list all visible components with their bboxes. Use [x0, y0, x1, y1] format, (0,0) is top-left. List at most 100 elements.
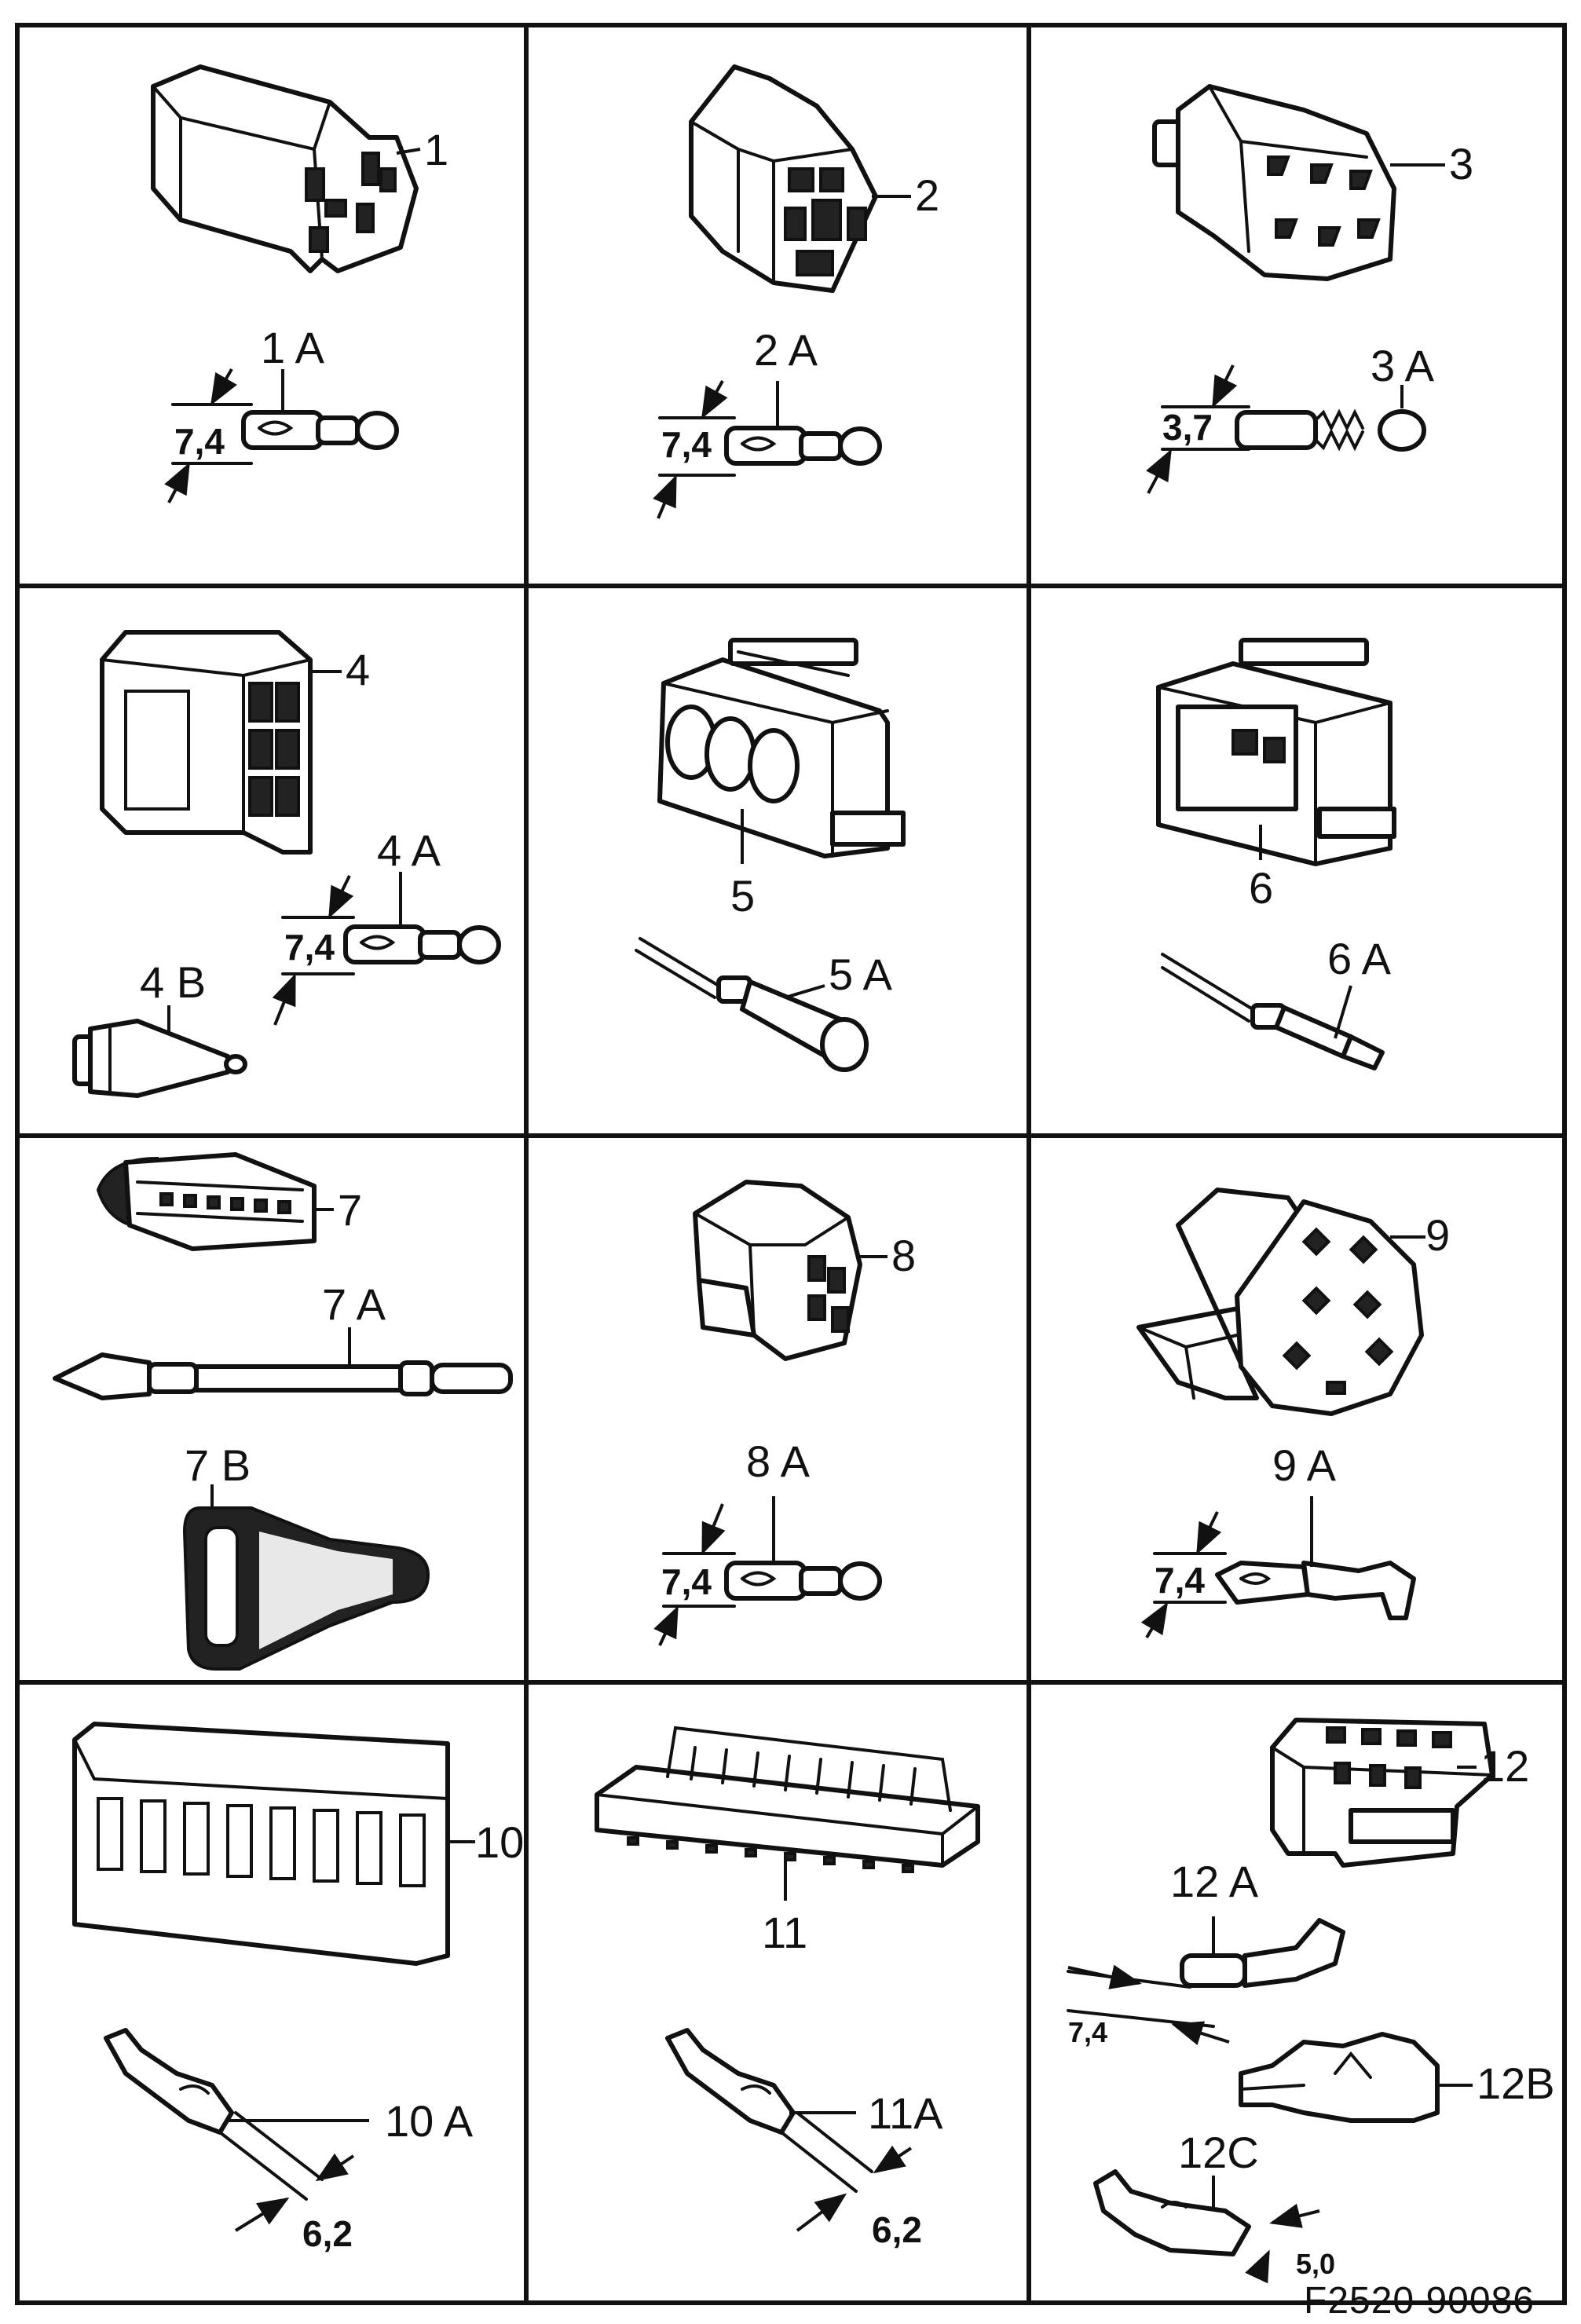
connector-7-drawing: [96, 1152, 317, 1251]
dim-arrow-12c-bottom: [1245, 2249, 1270, 2284]
terminal-10a-drawing: [104, 2028, 234, 2135]
connector-5-drawing: [657, 638, 906, 858]
label-7: 7: [338, 1185, 362, 1235]
label-3: 3: [1449, 139, 1473, 188]
label-2: 2: [915, 170, 939, 220]
label-8a: 8 A: [746, 1436, 811, 1486]
cell-1: 1 1 A 7,4: [151, 64, 448, 503]
cell-3: 3 3 A 3,7: [1146, 84, 1473, 494]
dim-12c: 5,0: [1296, 2248, 1335, 2280]
dim-arrow-12c-top: [1269, 2203, 1320, 2228]
leader-5a: [785, 984, 825, 999]
dim-arrow-2-bottom: [653, 474, 677, 519]
connector-11-holes: [627, 1836, 914, 1873]
terminal-3a-drawing: [1235, 408, 1426, 452]
cell-6: 6 6 A: [1156, 638, 1396, 1071]
connector-9-drawing: [1136, 1188, 1424, 1416]
label-7a: 7 A: [322, 1279, 386, 1329]
dim-1: 7,4: [174, 421, 225, 462]
label-2a: 2 A: [754, 325, 818, 375]
label-9: 9: [1425, 1210, 1450, 1260]
dim-arrow-11-bottom: [796, 2193, 847, 2232]
label-11a: 11A: [868, 2088, 943, 2138]
dim-10: 6,2: [302, 2213, 353, 2254]
dim-arrow-1-top: [210, 368, 237, 406]
leader-6a: [1334, 985, 1352, 1039]
dim-line-11-b: [796, 2111, 873, 2173]
label-4a: 4 A: [377, 825, 441, 875]
cell-7: 7 7 A 7 B: [53, 1152, 513, 1671]
boot-7b-drawing: [182, 1506, 430, 1671]
connector-11-contacts: [690, 1746, 917, 1806]
label-6: 6: [1249, 863, 1273, 913]
dim-arrow-3-top: [1212, 364, 1238, 408]
dim-line-10-b: [234, 2111, 324, 2181]
label-3a: 3 A: [1371, 341, 1435, 390]
label-12c: 12C: [1178, 2128, 1259, 2177]
dim-3: 3,7: [1162, 407, 1213, 448]
connector-2-drawing: [689, 64, 878, 293]
label-12b: 12B: [1477, 2059, 1555, 2108]
dim-arrow-12-top: [1067, 1964, 1142, 1989]
label-12: 12: [1480, 1741, 1529, 1791]
label-5: 5: [730, 871, 755, 920]
dim-arrow-3-bottom: [1146, 448, 1172, 494]
dim-arrow-4-bottom: [272, 973, 296, 1026]
connector-1-drawing: [151, 64, 419, 273]
terminal-12a-drawing: [1180, 1918, 1345, 1988]
label-1a: 1 A: [261, 323, 325, 372]
dim-arrow-1-bottom: [164, 462, 190, 503]
dim-12: 7,4: [1068, 2016, 1107, 2048]
dim-arrow-4-top: [328, 875, 354, 919]
label-9a: 9 A: [1272, 1440, 1337, 1490]
dim-arrow-10-bottom: [234, 2197, 290, 2232]
terminal-1a-drawing: [241, 410, 399, 450]
connector-10-slots: [97, 1797, 426, 1887]
dim-line-12-top: [1067, 1970, 1191, 1989]
dim-8: 7,4: [661, 1561, 712, 1602]
terminal-9a-drawing: [1215, 1561, 1416, 1620]
dim-11: 6,2: [872, 2209, 922, 2250]
dim-arrow-11-top: [873, 2145, 913, 2174]
terminal-2a-drawing: [724, 426, 882, 466]
connector-8-drawing: [693, 1180, 862, 1361]
connector-3-drawing: [1152, 84, 1396, 281]
terminal-4a-drawing: [343, 924, 501, 964]
connector-12-drawing: [1270, 1718, 1495, 1868]
figure-code: F2520 90086: [1304, 2280, 1535, 2322]
terminal-5a-drawing: [635, 937, 869, 1072]
dim-arrow-9-top: [1196, 1511, 1222, 1555]
cell-5: 5 5 A: [635, 638, 906, 1072]
cell-2: 2 2 A 7,4: [653, 64, 939, 519]
grid-lines: [15, 23, 1567, 2305]
connector-6-drawing: [1156, 638, 1396, 866]
connector-4-drawing: [100, 630, 313, 855]
label-1: 1: [424, 125, 448, 174]
dim-line-10: [218, 2131, 308, 2201]
cell-12: 12 12 A 7,4 12B 12C 5,0: [1067, 1718, 1555, 2284]
label-4b: 4 B: [140, 957, 206, 1007]
label-8: 8: [891, 1231, 916, 1280]
dim-arrow-12-bottom: [1171, 2021, 1230, 2046]
terminal-7a-drawing: [53, 1352, 513, 1400]
label-4: 4: [346, 645, 370, 694]
terminal-12c-drawing: [1093, 2169, 1251, 2256]
label-7b: 7 B: [185, 1440, 251, 1490]
dim-arrow-10-top: [315, 2153, 355, 2182]
seal-4b-drawing: [72, 1019, 247, 1098]
dim-2: 7,4: [661, 424, 712, 465]
label-6a: 6 A: [1327, 934, 1392, 983]
cell-4: 4 4 A 7,4 4 B: [72, 630, 501, 1098]
label-12a: 12 A: [1170, 1857, 1259, 1906]
dim-arrow-9-bottom: [1140, 1601, 1169, 1639]
dim-arrow-8-top: [701, 1503, 726, 1555]
connector-11-drawing: [595, 1726, 980, 1873]
cell-10: 10 10 A 6,2: [72, 1722, 524, 2254]
dim-arrow-8-bottom: [653, 1605, 679, 1646]
dim-9: 7,4: [1155, 1560, 1205, 1601]
dim-4: 7,4: [284, 927, 335, 968]
terminal-12b-drawing: [1239, 2032, 1440, 2123]
leader-1: [396, 148, 421, 155]
